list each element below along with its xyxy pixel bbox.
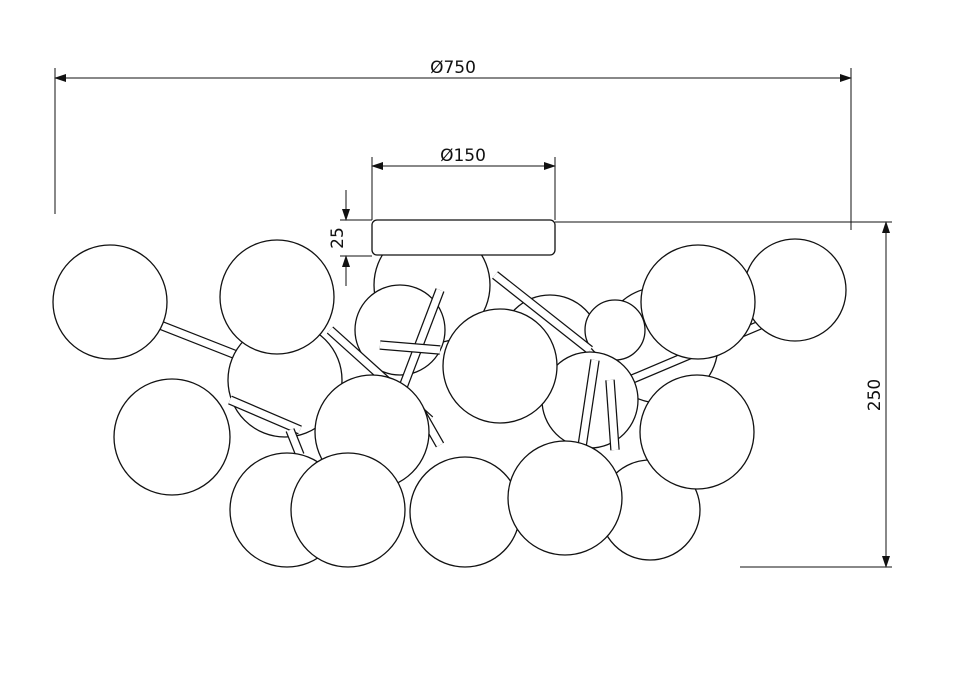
overall-height-label: 250 bbox=[865, 379, 885, 411]
dimension-overall-height: 250 bbox=[555, 221, 892, 568]
canopy-height-label: 25 bbox=[328, 227, 348, 249]
dimension-canopy-diameter: Ø150 bbox=[371, 146, 556, 220]
canopy-diameter-label: Ø150 bbox=[440, 146, 486, 166]
arm-rod bbox=[379, 341, 441, 354]
arm-rod bbox=[228, 396, 302, 434]
arm-rod bbox=[286, 428, 304, 457]
glass-sphere bbox=[290, 452, 406, 568]
glass-sphere bbox=[584, 299, 646, 361]
arm-rod bbox=[492, 272, 593, 353]
glass-sphere bbox=[52, 244, 168, 360]
lamp-body bbox=[52, 226, 847, 568]
glass-sphere bbox=[113, 378, 231, 496]
glass-sphere bbox=[639, 374, 755, 490]
arm-rod bbox=[606, 379, 619, 451]
arm-rod bbox=[396, 288, 444, 397]
glass-sphere bbox=[442, 308, 558, 424]
glass-sphere bbox=[219, 239, 335, 355]
dimension-overall-diameter: Ø750 bbox=[54, 58, 852, 230]
glass-sphere bbox=[409, 456, 521, 568]
overall-diameter-label: Ø750 bbox=[430, 58, 476, 78]
dimension-canopy-height: 25 bbox=[328, 190, 372, 286]
glass-sphere bbox=[507, 440, 623, 556]
canopy bbox=[371, 219, 556, 256]
glass-sphere bbox=[640, 244, 756, 360]
glass-sphere bbox=[743, 238, 847, 342]
